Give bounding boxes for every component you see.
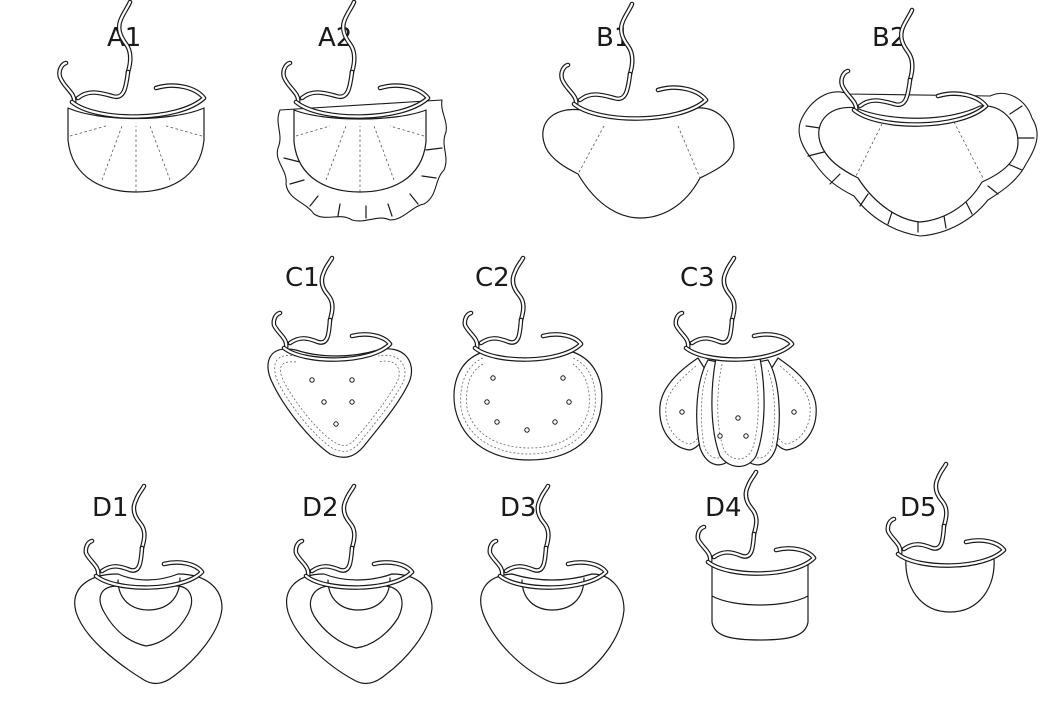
collar-d4	[698, 472, 814, 641]
collar-d3	[480, 486, 625, 685]
collar-c1	[267, 258, 412, 458]
collar-b2	[798, 10, 1038, 237]
label-c3: C3	[680, 263, 715, 293]
label-d2: D2	[302, 493, 339, 523]
label-d1: D1	[92, 493, 129, 523]
collar-c2	[453, 258, 603, 461]
label-d5: D5	[900, 493, 937, 523]
collar-d1	[74, 486, 223, 685]
collar-b1	[542, 4, 735, 219]
label-d4: D4	[705, 493, 742, 523]
collar-d2	[286, 486, 433, 685]
collar-a2	[276, 2, 447, 222]
label-c2: C2	[475, 263, 510, 293]
collar-c3	[659, 258, 817, 468]
label-c1: C1	[285, 263, 320, 293]
label-d3: D3	[500, 493, 537, 523]
collar-d5	[888, 464, 1004, 613]
collar-a1	[59, 2, 204, 193]
